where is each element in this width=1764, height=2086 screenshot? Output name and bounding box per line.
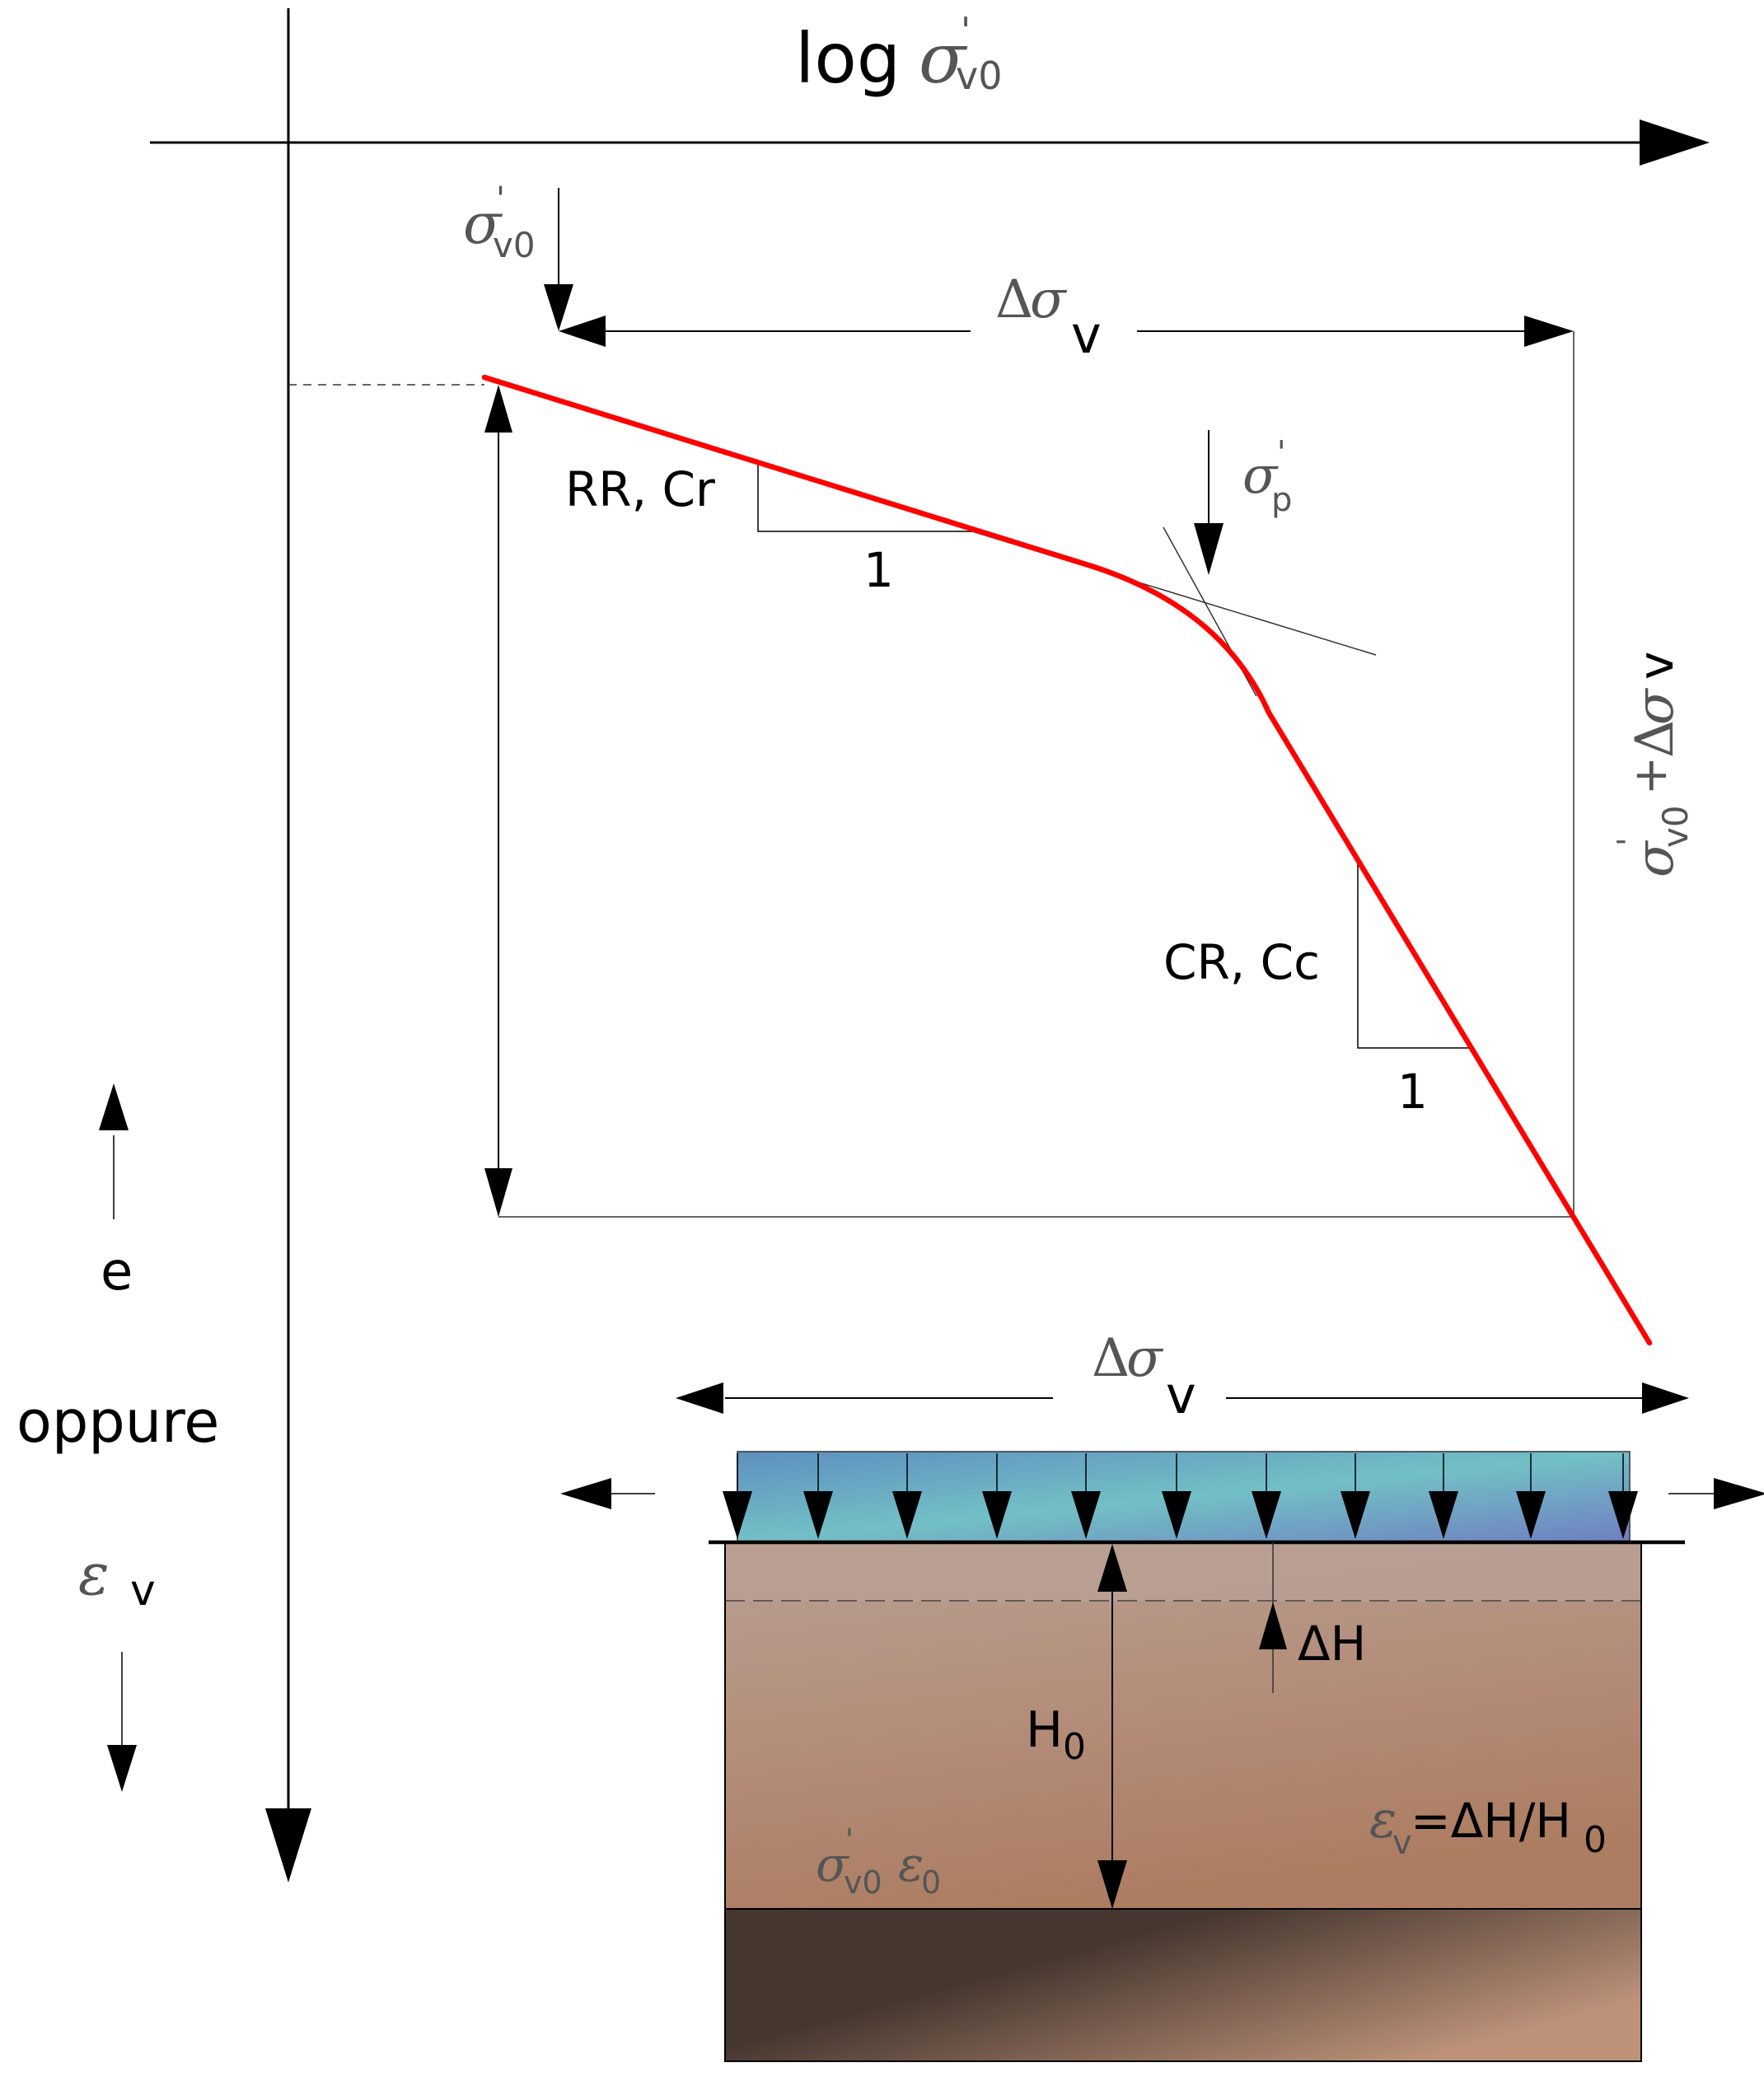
final-stress-sub-v: v xyxy=(1628,652,1684,680)
arrow-down-icon xyxy=(892,1491,922,1539)
arrow-right-icon xyxy=(1642,1382,1689,1414)
y-axis-epsilon-sub: v xyxy=(130,1566,156,1616)
arrow-down-icon xyxy=(1608,1491,1638,1539)
arrow-down-icon xyxy=(265,1808,311,1883)
preconsolidation-prime: ' xyxy=(1277,434,1285,470)
arrow-down-icon xyxy=(1097,1860,1127,1909)
preconsolidation-sigma: σ xyxy=(1242,445,1279,505)
x-axis-prime: ' xyxy=(961,10,971,52)
arrow-down-icon xyxy=(484,1168,512,1217)
final-stress-sub: v0 xyxy=(1655,805,1696,848)
delta-sigma-bottom-sub: v xyxy=(1166,1365,1196,1425)
arrow-right-icon xyxy=(1714,1478,1764,1509)
delta-sigma-top-sub: v xyxy=(1071,305,1102,365)
final-stress-sigma: σ xyxy=(1625,840,1686,877)
arrow-down-icon xyxy=(1429,1491,1458,1539)
arrow-up-icon xyxy=(484,385,512,433)
y-axis-e-label: e xyxy=(101,1242,133,1303)
preconsolidation-sub: p xyxy=(1271,481,1292,519)
arrow-down-icon xyxy=(803,1491,833,1539)
compression-slope-triangle xyxy=(1357,861,1471,1049)
y-axis-epsilon: ε xyxy=(78,1541,110,1608)
compression-run-label: 1 xyxy=(1397,1064,1428,1120)
strain-eq-epsilon: ε xyxy=(1369,1789,1397,1850)
arrow-down-icon xyxy=(723,1491,752,1539)
recompression-run-label: 1 xyxy=(863,542,894,598)
load-arrows xyxy=(723,1453,1638,1539)
soil-layer xyxy=(725,1542,1641,1909)
arrow-up-icon xyxy=(1259,1602,1287,1649)
arrow-left-icon xyxy=(560,1478,611,1509)
x-axis-sigma: σ xyxy=(919,18,968,99)
strain-eq-sub0: 0 xyxy=(1584,1819,1607,1861)
initial-state-prime: ' xyxy=(845,1823,854,1857)
arrow-down-icon xyxy=(1252,1491,1281,1539)
recompression-label: RR, Cr xyxy=(565,461,715,517)
initial-state-eps-sub: 0 xyxy=(921,1864,941,1901)
recompression-slope-triangle xyxy=(757,463,976,532)
settlement-band xyxy=(725,1542,1641,1602)
h0-label: H xyxy=(1026,1701,1063,1759)
arrow-down-icon xyxy=(544,284,573,331)
arrow-up-icon xyxy=(99,1083,129,1130)
arrow-right-icon xyxy=(1640,119,1710,166)
bedrock-layer xyxy=(725,1909,1641,2061)
x-axis-log-label: log xyxy=(795,18,901,99)
compression-label: CR, Cc xyxy=(1163,934,1320,990)
final-stress-label: σ ' v0 + Δ σ v xyxy=(1611,652,1696,877)
arrow-left-icon xyxy=(559,316,606,347)
sigma-v0-prime: ' xyxy=(496,180,505,218)
sigma-v0-sub: v0 xyxy=(493,225,536,265)
sigma-v0-symbol: σ xyxy=(463,192,503,257)
y-axis-oppure-label: oppure xyxy=(16,1388,219,1456)
initial-state-epsilon: ε xyxy=(898,1836,924,1892)
strain-eq-sub: v xyxy=(1392,1824,1412,1862)
final-stress-prime: ' xyxy=(1611,838,1647,846)
arrow-down-icon xyxy=(1194,523,1224,575)
arrow-up-icon xyxy=(1097,1544,1127,1592)
final-stress-plus: + xyxy=(1624,756,1677,795)
strain-eq-rhs: =ΔH/H xyxy=(1411,1793,1571,1849)
delta-sigma-bottom-delta: Δ xyxy=(1092,1328,1130,1389)
arrow-left-icon xyxy=(676,1382,723,1414)
arrow-right-icon xyxy=(1524,316,1574,347)
initial-state-sub: v0 xyxy=(844,1864,882,1901)
delta-sigma-bottom-sigma: σ xyxy=(1126,1328,1164,1389)
delta-sigma-top-delta: Δ xyxy=(995,269,1033,330)
delta-h-label: ΔH xyxy=(1298,1616,1366,1672)
arrow-down-icon xyxy=(1341,1491,1370,1539)
arrow-down-icon xyxy=(1516,1491,1546,1539)
final-stress-sigma2: σ xyxy=(1625,687,1686,725)
arrow-down-icon xyxy=(982,1491,1012,1539)
arrow-down-icon xyxy=(107,1745,137,1792)
h0-sub: 0 xyxy=(1063,1726,1086,1768)
arrow-down-icon xyxy=(1071,1491,1101,1539)
initial-state-sigma: σ xyxy=(816,1836,849,1892)
delta-sigma-top-sigma: σ xyxy=(1030,269,1068,330)
final-stress-delta: Δ xyxy=(1625,720,1686,758)
compression-curve xyxy=(481,374,1653,1346)
arrow-down-icon xyxy=(1162,1491,1191,1539)
x-axis-sub: v0 xyxy=(956,54,1003,98)
